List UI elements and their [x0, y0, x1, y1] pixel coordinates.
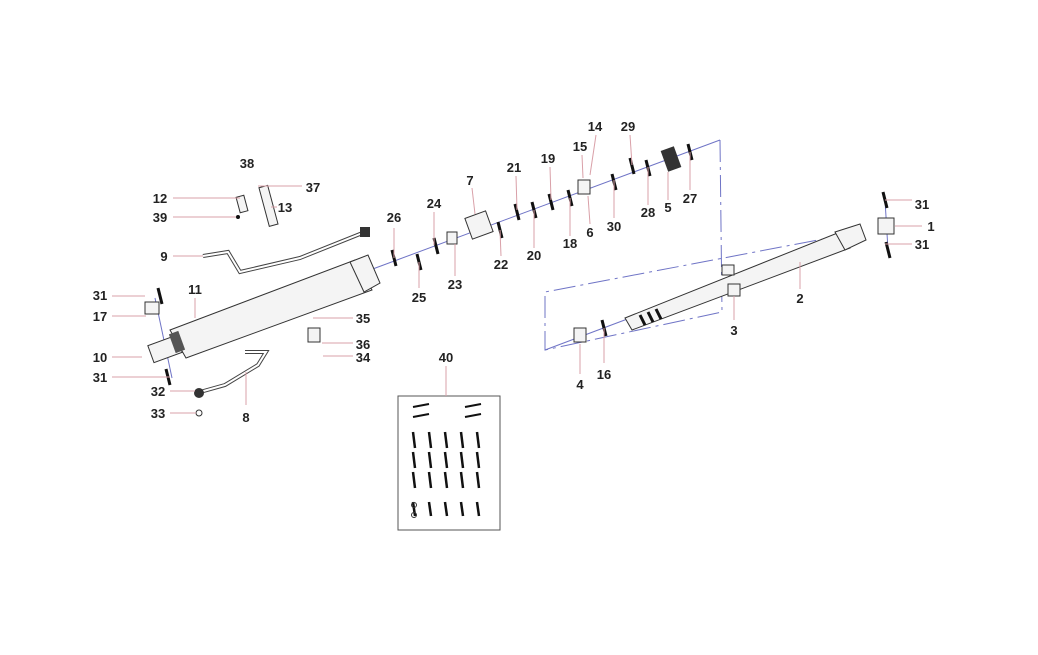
kit-seal: [443, 431, 449, 449]
leader-line: [471, 187, 476, 215]
callout-label: 28: [641, 205, 655, 220]
part-3-sleeve: [727, 283, 741, 297]
callout-label: 38: [240, 156, 254, 171]
callout-label: 31: [915, 197, 929, 212]
o-ring: [884, 241, 892, 259]
callout-label: 18: [563, 236, 577, 251]
callout-label: 1: [927, 219, 934, 234]
callout-label: 13: [278, 200, 292, 215]
kit-seal: [411, 451, 417, 469]
callout-label: 39: [153, 210, 167, 225]
kit-seal: [443, 471, 449, 489]
callout-label: 32: [151, 384, 165, 399]
callout-label: 20: [527, 248, 541, 263]
callout-label: 5: [664, 200, 671, 215]
callout-label: 24: [427, 196, 442, 211]
callout-label: 6: [586, 225, 593, 240]
part-23-bushing: [446, 231, 458, 245]
callout-label: 10: [93, 350, 107, 365]
kit-seal: [412, 403, 430, 408]
kit-seal: [475, 431, 481, 449]
kit-seal: [459, 501, 465, 517]
callout-label: 23: [448, 277, 462, 292]
callout-label: 4: [576, 377, 584, 392]
kit-seal: [411, 471, 417, 489]
callout-label: 31: [915, 237, 929, 252]
callout-label: 26: [387, 210, 401, 225]
kit-seal: [475, 501, 481, 517]
kit-seal: [427, 451, 433, 469]
o-ring: [628, 157, 636, 175]
leader-line: [499, 229, 502, 257]
callout-label: 16: [597, 367, 611, 382]
callout-label: 15: [573, 139, 587, 154]
callout-label: 12: [153, 191, 167, 206]
part-11-main-cylinder: [147, 254, 381, 364]
kit-ball: [411, 512, 417, 518]
callout-label: 25: [412, 290, 426, 305]
callout-label: 2: [796, 291, 803, 306]
leader-line: [587, 195, 591, 225]
callout-label: 33: [151, 406, 165, 421]
callout-label: 9: [160, 249, 167, 264]
o-ring: [432, 237, 440, 255]
callout-label: 19: [541, 151, 555, 166]
callout-label: 35: [356, 311, 370, 326]
callout-label: 37: [306, 180, 320, 195]
kit-seal: [427, 431, 433, 449]
callout-label: 40: [439, 350, 453, 365]
leader-line: [629, 134, 633, 166]
part-8-hose: [199, 350, 270, 394]
kit-seal: [464, 403, 482, 408]
callout-label: 27: [683, 191, 697, 206]
callout-label: 21: [507, 160, 521, 175]
kit-seal: [412, 413, 430, 418]
leader-line: [589, 134, 597, 176]
kit-seal: [464, 413, 482, 418]
part-7-valve: [464, 210, 494, 240]
part-4-nut: [573, 327, 587, 343]
kit-seal: [475, 451, 481, 469]
kit-seal: [459, 471, 465, 489]
callout-label: 30: [607, 219, 621, 234]
kit-contents: [411, 403, 482, 518]
kit-seal: [411, 501, 417, 517]
callout-label: 3: [730, 323, 737, 338]
leader-line: [581, 154, 584, 179]
kit-seal: [443, 501, 449, 517]
callout-label: 17: [93, 309, 107, 324]
kit-seal: [411, 431, 417, 449]
callout-label: 22: [494, 257, 508, 272]
kit-seal: [459, 431, 465, 449]
o-ring: [547, 193, 555, 211]
callout-label: 14: [588, 119, 603, 134]
callout-label: 7: [466, 173, 473, 188]
leader-line: [549, 166, 552, 201]
part-5-cap: [660, 146, 682, 172]
callout-label: 36: [356, 337, 370, 352]
callout-label: 34: [356, 350, 371, 365]
kit-seal: [475, 471, 481, 489]
callout-label: 29: [621, 119, 635, 134]
kit-seal: [443, 451, 449, 469]
kit-seal: [427, 501, 433, 517]
callout-label: 8: [242, 410, 249, 425]
o-ring: [513, 203, 521, 221]
kit-seal: [459, 451, 465, 469]
part-9-fitting: [360, 227, 370, 237]
callout-label: 31: [93, 288, 107, 303]
leader-line: [515, 175, 518, 211]
kit-ball: [411, 502, 417, 508]
part-6-nut: [577, 179, 591, 195]
kit-seal: [427, 471, 433, 489]
o-ring: [156, 287, 164, 305]
callout-label: 31: [93, 370, 107, 385]
part-2-lance-tube: [573, 223, 867, 343]
callout-label: 11: [188, 282, 202, 297]
